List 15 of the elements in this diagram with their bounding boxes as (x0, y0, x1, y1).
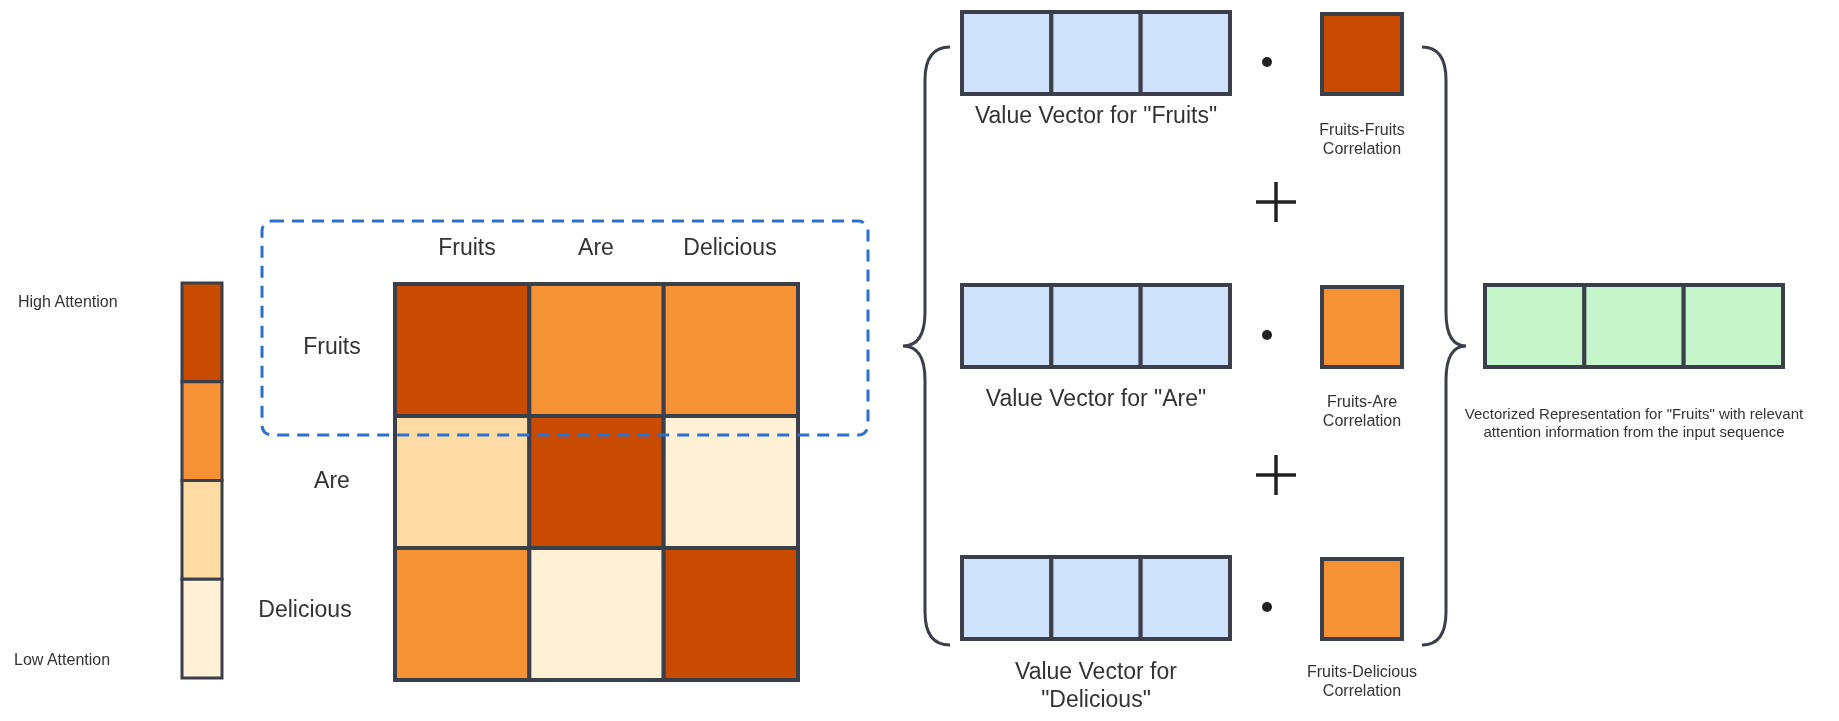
column-header: Delicious (682, 234, 778, 262)
output-caption: Vectorized Representation for "Fruits" with relevant attention information from the input sequence (1463, 405, 1805, 441)
legend-label: High Attention (18, 292, 119, 312)
correlation-label: Fruits-Fruits Correlation (1318, 120, 1406, 159)
column-header: Are (577, 234, 615, 262)
vector-caption: Value Vector for "Delicious" (1014, 658, 1178, 714)
vector-caption: Value Vector for "Are" (984, 385, 1208, 413)
row-header: Delicious (257, 596, 353, 624)
vector-caption: Value Vector for "Fruits" (973, 102, 1219, 130)
row-header: Are (313, 467, 351, 495)
correlation-label: Fruits-Are Correlation (1321, 392, 1403, 431)
correlation-label: Fruits-Delicious Correlation (1305, 662, 1419, 701)
column-header: Fruits (437, 234, 497, 262)
legend-label: Low Attention (14, 650, 112, 670)
row-header: Fruits (302, 333, 362, 361)
